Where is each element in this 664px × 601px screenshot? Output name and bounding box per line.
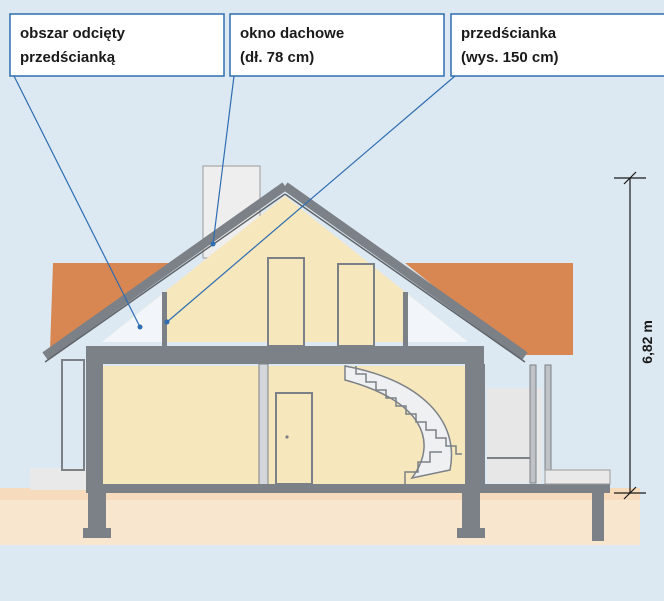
leader-dot-1 — [137, 324, 143, 330]
callout-box-1: obszar odcięty przedścianką — [9, 13, 225, 77]
leader-dot-3 — [164, 319, 170, 325]
callout-box-2: okno dachowe (dł. 78 cm) — [229, 13, 445, 77]
annex-post-2 — [544, 364, 552, 484]
attic-floor-slab — [86, 346, 484, 364]
callout-box-3: przedścianka (wys. 150 cm) — [450, 13, 664, 77]
attic-door-2 — [337, 263, 375, 347]
ground-floor-slab — [86, 484, 610, 493]
height-dimension — [614, 171, 646, 500]
ground-door-handle — [285, 435, 289, 439]
callout-2-line-2: (dł. 78 cm) — [240, 49, 314, 66]
leader-dot-2 — [210, 241, 216, 247]
knee-wall-right — [403, 292, 408, 346]
roof-edge-right — [284, 193, 526, 363]
leader-line-3 — [166, 75, 456, 323]
foundation-far-right — [592, 493, 604, 541]
leader-line-1 — [13, 75, 141, 328]
staircase — [344, 365, 462, 484]
callout-2-line-1: okno dachowe — [240, 25, 344, 42]
leader-line-2 — [212, 75, 235, 245]
outer-wall-right — [465, 364, 485, 488]
cutoff-zone-left — [102, 292, 165, 342]
left-plinth — [30, 468, 87, 490]
knee-wall-left — [162, 292, 167, 346]
outer-wall-left — [86, 364, 103, 488]
foundation-left-footing — [83, 528, 111, 538]
inner-wall — [258, 363, 269, 489]
foundation-left — [88, 493, 106, 530]
height-dimension-label: 6,82 m — [639, 320, 655, 364]
attic-door-1 — [267, 257, 305, 347]
ground-door — [275, 392, 313, 485]
annex-step — [544, 469, 611, 485]
annex-post-1 — [529, 364, 537, 484]
foundation-right-footing — [457, 528, 485, 538]
callout-3-line-2: (wys. 150 cm) — [461, 49, 559, 66]
callout-1-line-1: obszar odcięty — [20, 25, 126, 42]
roof-edge-left — [44, 193, 286, 363]
callout-3-line-1: przedścianka — [461, 25, 557, 42]
cutoff-zone-right — [405, 292, 468, 342]
roof-line-right — [282, 182, 528, 360]
roof-line-left — [42, 182, 288, 360]
callout-1-line-2: przedścianką — [20, 49, 116, 66]
foundation-right — [462, 493, 480, 530]
roof-tiles-right — [405, 263, 573, 355]
gutter-left — [61, 359, 85, 471]
